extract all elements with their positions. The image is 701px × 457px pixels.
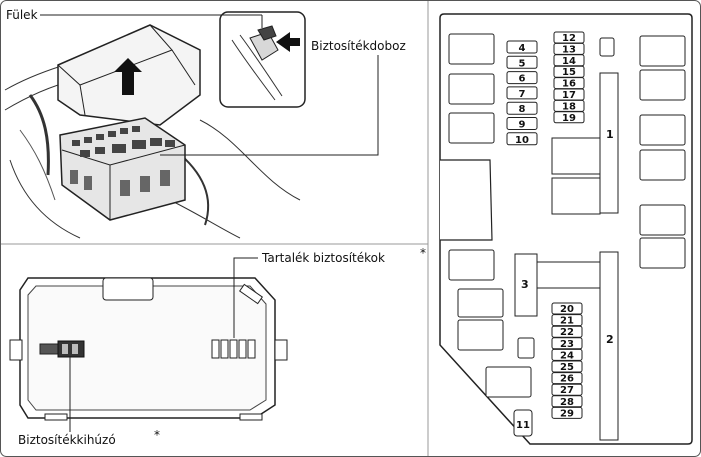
- svg-text:*: *: [154, 428, 160, 442]
- fuse-slot: [551, 372, 583, 385]
- fuse-number: 26: [560, 374, 574, 385]
- fuse-number: 13: [562, 44, 576, 55]
- fuse-box-label: Biztosítékdoboz: [311, 39, 406, 53]
- fuse-number: 20: [560, 304, 574, 315]
- fuse-puller-icon: [39, 340, 85, 358]
- fuse-number: 5: [519, 58, 526, 69]
- fuse-number: 28: [560, 397, 574, 408]
- fuse-slot: [506, 132, 538, 146]
- fuse-slot: [551, 337, 583, 350]
- spare-fuses-label: Tartalék biztosítékok: [261, 251, 385, 265]
- fuse-slot: [506, 40, 538, 54]
- relay-label-11: 11: [516, 420, 530, 431]
- tab-detail-inset: [219, 11, 306, 108]
- fuse-column-left: 4 5 6 7 8 9 10: [506, 40, 538, 146]
- fuse-number: 4: [519, 43, 526, 54]
- fuse-slot: [551, 406, 583, 419]
- fuse-number: 6: [519, 74, 526, 85]
- fuse-puller-label: Biztosítékkihúzó: [18, 433, 116, 447]
- fuse-number: 7: [519, 89, 526, 100]
- engine-bay-illustration: [4, 24, 301, 239]
- fuse-slot: [506, 55, 538, 69]
- tabs-label: Fülek: [6, 8, 38, 22]
- relay-1: [599, 72, 619, 214]
- fuse-box-leader-line: [160, 55, 379, 156]
- fuse-number: 27: [560, 385, 574, 396]
- fuse-slot: [551, 314, 583, 327]
- fuse-number: 23: [560, 339, 574, 350]
- fuse-number: 17: [562, 90, 576, 101]
- fuse-number: 18: [562, 101, 576, 112]
- relay-2: [599, 251, 619, 441]
- fuse-slot: [506, 71, 538, 85]
- fuse-number: 21: [560, 316, 574, 327]
- lid-underside-illustration: [9, 277, 288, 421]
- spare-fuses-leader-line: [233, 257, 258, 338]
- fuse-number: 16: [562, 79, 576, 90]
- fuse-number: 8: [519, 104, 526, 115]
- fuse-slot: [551, 325, 583, 338]
- fuse-slot: [551, 302, 583, 315]
- fuse-number: 19: [562, 113, 576, 124]
- press-arrow-icon: [276, 32, 300, 52]
- fuse-slot: [551, 395, 583, 408]
- svg-text:*: *: [420, 246, 426, 260]
- fuse-slot: [506, 117, 538, 130]
- spare-fuses-icon: [211, 339, 256, 359]
- fuse-number: 15: [562, 67, 576, 78]
- fuse-slot: [553, 111, 585, 124]
- fuse-number: 12: [562, 33, 576, 44]
- relay-label-1: 1: [606, 128, 614, 141]
- fuse-number: 9: [519, 120, 526, 131]
- fuse-slot: [506, 86, 538, 100]
- fuse-number: 24: [560, 350, 574, 361]
- relay-11: [513, 409, 533, 437]
- relay-label-3: 3: [521, 278, 529, 291]
- fuse-number: 25: [560, 362, 574, 373]
- fuse-slot: [551, 348, 583, 361]
- fuse-number: 22: [560, 327, 574, 338]
- relay-label-2: 2: [606, 333, 614, 346]
- fuse-number: 10: [515, 135, 529, 146]
- fuse-slot: [551, 360, 583, 373]
- fuse-slot: [551, 383, 583, 396]
- lift-arrow-icon: [114, 58, 142, 95]
- fuse-slot: [506, 101, 538, 115]
- fuse-number: 14: [562, 56, 576, 67]
- fuse-number: 29: [560, 408, 574, 419]
